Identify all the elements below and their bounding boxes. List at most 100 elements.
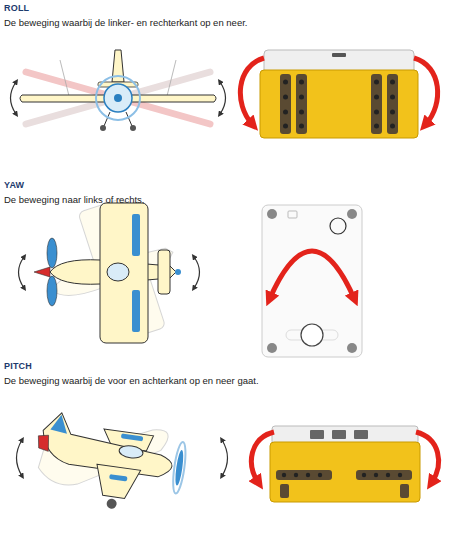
section-description: De beweging naar links of rechts. (4, 194, 144, 205)
roll-plane-part (130, 125, 136, 131)
pitch-hub-part (280, 484, 289, 498)
pitch-hub-part (356, 470, 412, 480)
roll-hub-part (280, 74, 291, 134)
yaw-plane-part (50, 260, 176, 285)
roll-hub-part (296, 74, 307, 134)
roll-plane-part (114, 94, 122, 102)
roll-hub-part-part (390, 110, 395, 115)
roll-hub-part (332, 53, 346, 57)
yaw-hub-part (347, 343, 357, 353)
section-heading: ROLL (4, 3, 29, 13)
section-heading: YAW (4, 180, 24, 190)
roll-plane-part (220, 82, 226, 114)
roll-hub-part (260, 70, 418, 138)
yaw-hub-part (262, 205, 362, 357)
pitch-plane-part-part (121, 433, 143, 441)
yaw-plane-part (34, 267, 50, 277)
yaw-plane-part (100, 203, 148, 343)
roll-plane (11, 50, 226, 131)
roll-hub-part (387, 74, 398, 134)
pitch-hub-part (400, 484, 409, 498)
yaw-plane-part (194, 257, 200, 288)
yaw-plane-part (132, 214, 140, 256)
roll-plane-part (100, 125, 106, 131)
roll-plane-part (11, 82, 17, 114)
roll-hub-part-part (283, 80, 288, 85)
roll-plane-part (60, 60, 70, 100)
yaw-plane-part (32, 189, 194, 357)
yaw-plane-part (158, 250, 170, 294)
yaw-plane-part (19, 257, 25, 288)
roll-hub-part-part (299, 80, 304, 85)
pitch-hub-part-part (362, 473, 366, 477)
pitch-hub-part-part (294, 473, 298, 477)
pitch-plane-part-part (109, 474, 128, 481)
roll-hub-part-part (390, 80, 395, 85)
pitch-hub-part (251, 432, 274, 482)
pitch-hub-part (270, 442, 420, 502)
pitch-plane-part-part (50, 414, 69, 434)
roll-hub-part (283, 80, 395, 129)
roll-hub-part-part (374, 80, 379, 85)
roll-hub-part-part (390, 95, 395, 100)
yaw-hub-part (301, 324, 323, 346)
roll-hub-part (240, 58, 264, 124)
pitch-plane-part (30, 410, 190, 518)
roll-hub-part (371, 74, 382, 134)
pitch-hub-part-part (282, 473, 286, 477)
pitch-plane-part-part (106, 498, 117, 509)
pitch-plane-part-part (36, 434, 50, 452)
roll-hub-part-part (299, 124, 304, 129)
pitch-plane-part-part (174, 449, 185, 485)
yaw-hub-part (267, 209, 277, 219)
yaw-hub-part (288, 211, 297, 218)
roll-plane-part (20, 95, 216, 102)
roll-hub-part-part (283, 110, 288, 115)
yaw-plane-part (132, 290, 140, 332)
roll-hub-part-part (299, 95, 304, 100)
pitch-hub-part (332, 430, 346, 439)
roll-hub-part-part (374, 124, 379, 129)
roll-hub-part-part (374, 110, 379, 115)
pitch-hub-part-part (306, 473, 310, 477)
pitch-plane-part (222, 440, 228, 476)
yaw-plane-part (47, 276, 57, 306)
roll-hub-part-part (390, 124, 395, 129)
yaw-hub (262, 205, 362, 357)
yaw-plane-part (175, 269, 181, 275)
pitch-plane (17, 399, 228, 518)
yaw-hub-part (270, 251, 354, 298)
pitch-hub-part (272, 426, 418, 444)
yaw-plane (19, 189, 200, 357)
pitch-hub-part (276, 470, 332, 480)
pitch-hub-part (282, 473, 402, 477)
pitch-hub-part-part (398, 473, 402, 477)
pitch-plane-part-part (118, 444, 143, 459)
roll-plane-part (96, 76, 140, 120)
pitch-plane-part-part (171, 441, 188, 494)
roll-hub-part-part (283, 124, 288, 129)
pitch-hub-part (354, 430, 368, 439)
pitch-hub-part-part (386, 473, 390, 477)
pitch-plane-part-part (93, 464, 141, 500)
roll-hub-part-part (299, 110, 304, 115)
roll-hub-part (414, 58, 438, 124)
section-heading: PITCH (4, 361, 32, 371)
section-description: De beweging waarbij de linker- en rechte… (4, 17, 247, 28)
roll-plane-part (104, 84, 132, 112)
roll-hub (240, 50, 437, 138)
pitch-hub-part (310, 430, 324, 439)
roll-hub-part-part (374, 95, 379, 100)
section-description: De beweging waarbij de voor en achterkan… (4, 375, 259, 386)
pitch-hub-part-part (374, 473, 378, 477)
pitch-hub (251, 426, 438, 502)
yaw-plane-part (107, 263, 129, 281)
yaw-hub-part (347, 209, 357, 219)
pitch-plane-part (17, 440, 23, 476)
pitch-hub-part-part (318, 473, 322, 477)
yaw-hub-part (330, 218, 346, 234)
yaw-plane-part (47, 238, 57, 268)
roll-hub-part-part (283, 95, 288, 100)
